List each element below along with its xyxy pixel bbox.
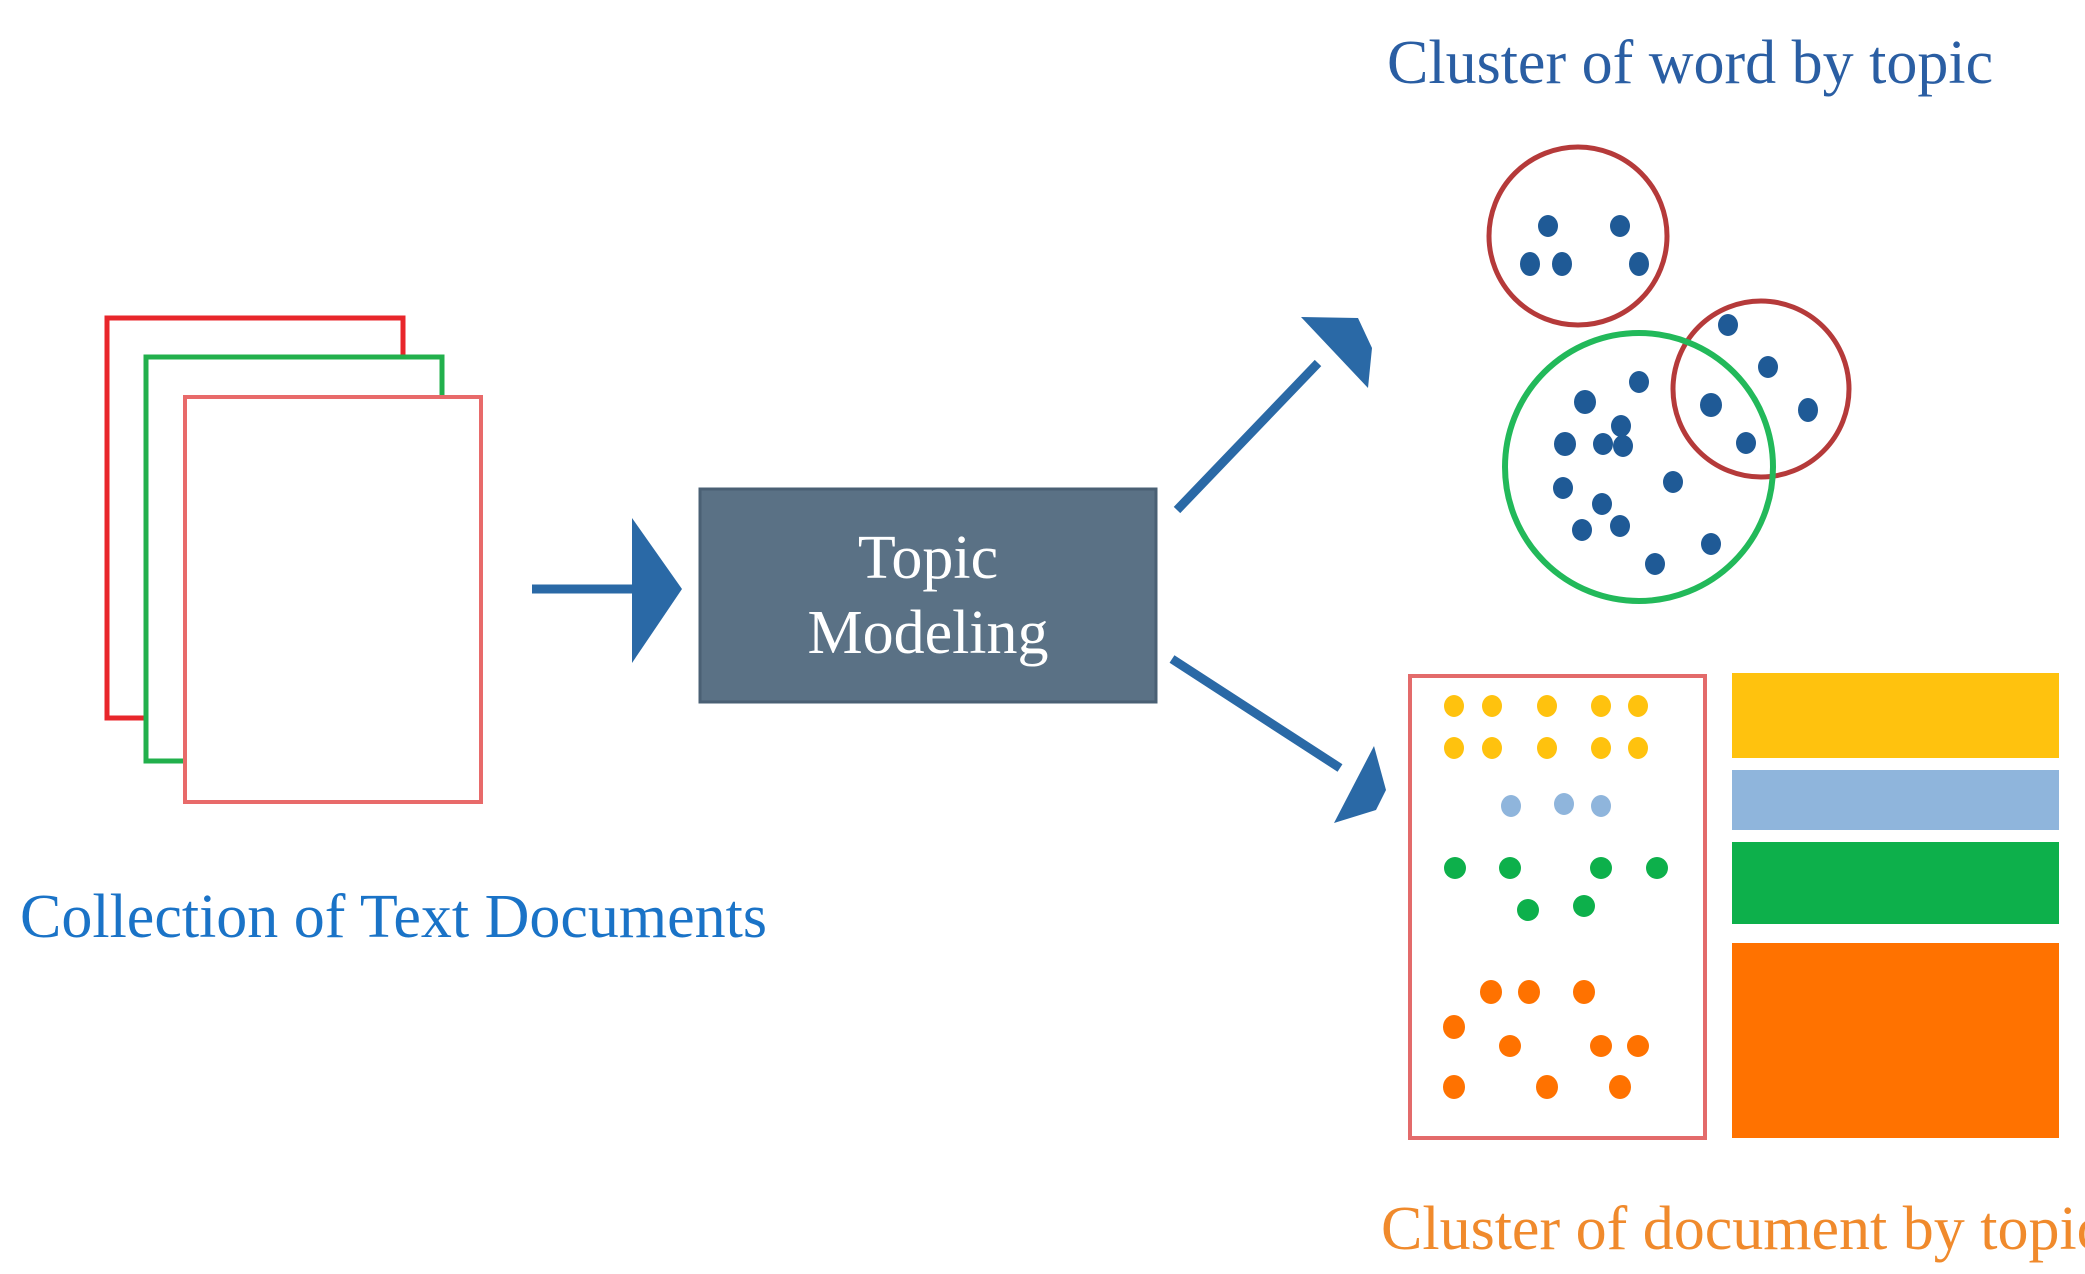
topic-bars-icon (1732, 673, 2059, 1138)
topic-bar-blue (1732, 770, 2059, 830)
word-cluster-ring-right (1670, 298, 1852, 480)
document-stack-icon (104, 315, 483, 804)
topic-modeling-box (698, 487, 1158, 704)
collection-of-text-documents-label: Collection of Text Documents (20, 883, 767, 951)
blue-topic-dots (1501, 793, 1611, 817)
topic-modeling-line-2: Modeling (807, 598, 1049, 667)
arrow-to-document-clusters-icon (1169, 655, 1386, 823)
topic-bar-green (1732, 842, 2059, 924)
cluster-of-word-by-topic-label: Cluster of word by topic (1387, 29, 1994, 97)
word-clusters-icon (1486, 144, 1852, 604)
document-dot-grid-icon (1408, 674, 1707, 1140)
word-cluster-ring-top (1486, 144, 1670, 328)
cluster-of-document-by-topic-label: Cluster of document by topic (1381, 1195, 2085, 1263)
page-front (183, 395, 483, 804)
arrow-to-modeling-icon (532, 518, 682, 663)
word-cluster-ring-green (1502, 330, 1776, 604)
topic-modeling-line-1: Topic (857, 524, 999, 593)
topic-bar-yellow (1732, 673, 2059, 758)
word-dots (1520, 215, 1818, 575)
orange-topic-dots (1443, 980, 1649, 1099)
green-topic-dots (1444, 857, 1668, 921)
arrow-to-word-clusters-icon (1173, 317, 1372, 514)
topic-bar-orange (1732, 943, 2059, 1138)
yellow-topic-dots (1444, 695, 1648, 759)
topic-modeling-label: Topic Modeling (700, 489, 1156, 702)
